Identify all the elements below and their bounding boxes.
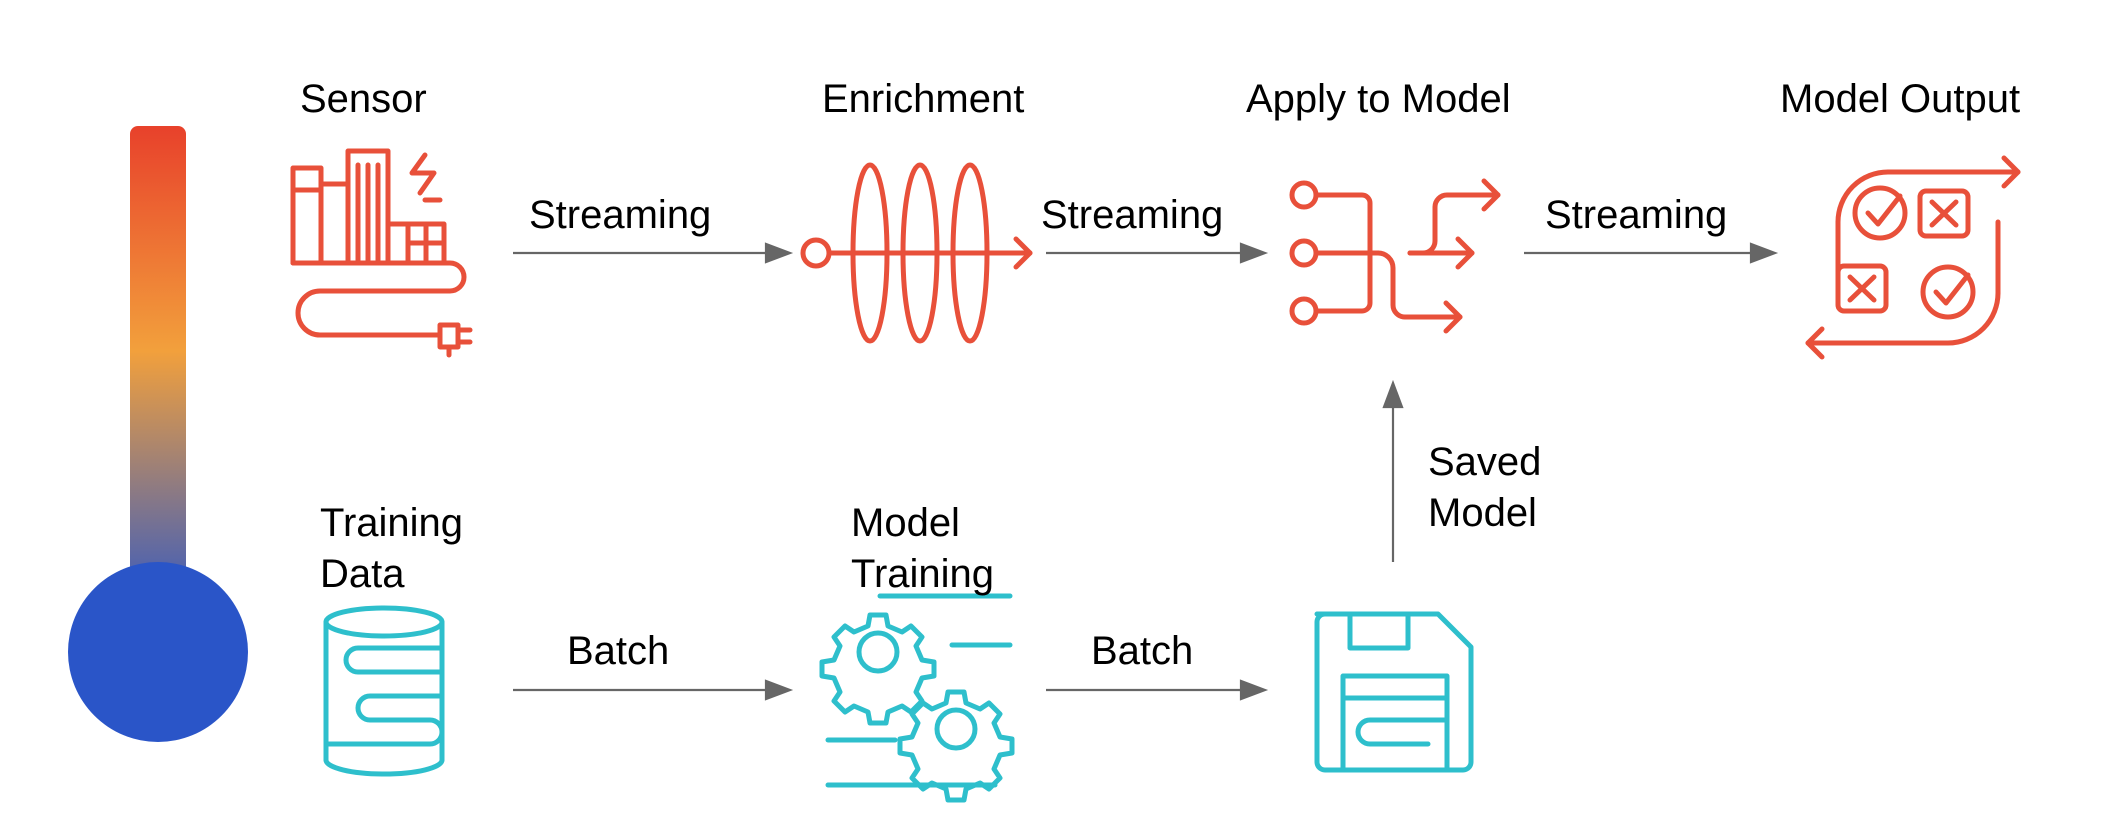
stage-label-training-data: Training Data xyxy=(320,501,464,596)
edge-label-saved-model: Saved Model xyxy=(1428,440,1542,535)
results-checklist-icon xyxy=(1805,155,2021,360)
stage-label-model-output: Model Output xyxy=(1780,77,2021,121)
stage-label-model-training: Model Training xyxy=(851,501,995,596)
stage-label-apply-to-model: Apply to Model xyxy=(1246,77,1511,121)
gears-icon xyxy=(819,593,1015,803)
smart-city-sensor-icon xyxy=(290,148,473,358)
edge-label-streaming-2: Streaming xyxy=(1041,193,1224,237)
database-icon xyxy=(323,605,445,777)
enrichment-coil-icon xyxy=(800,162,1033,344)
branching-flow-icon xyxy=(1289,178,1501,334)
edge-label-streaming-1: Streaming xyxy=(529,193,712,237)
floppy-disk-icon xyxy=(1314,611,1474,773)
stage-label-enrichment: Enrichment xyxy=(822,77,1025,121)
edge-label-streaming-3: Streaming xyxy=(1545,193,1728,237)
stage-label-sensor: Sensor xyxy=(300,77,427,121)
edge-label-batch-1: Batch xyxy=(567,629,670,673)
thermometer-icon xyxy=(68,126,248,742)
edge-label-batch-2: Batch xyxy=(1091,629,1194,673)
